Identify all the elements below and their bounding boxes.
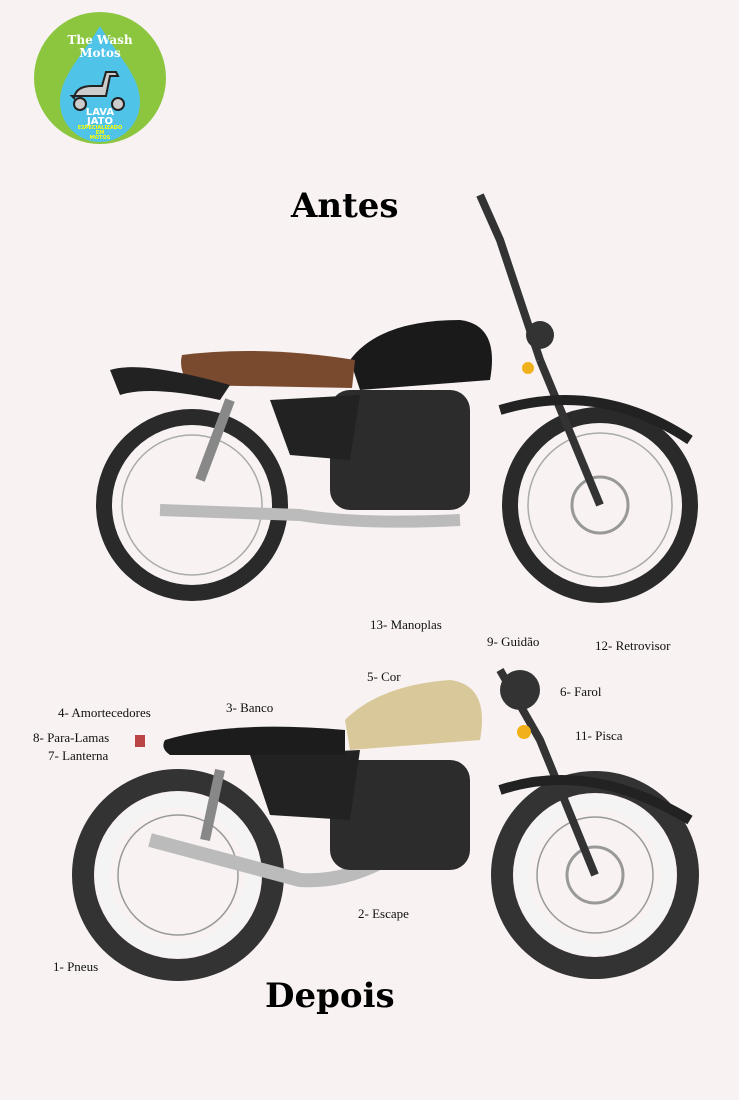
part-label-lanterna: 7- Lanterna — [48, 748, 109, 763]
part-label-retrovisor: 12- Retrovisor — [595, 638, 671, 653]
logo-name-line2: Motos — [79, 46, 121, 60]
part-label-manoplas: 13- Manoplas — [370, 617, 442, 632]
part-label-amortecedores: 4- Amortecedores — [58, 705, 151, 720]
logo-tagline-line3: MOTOS — [89, 135, 111, 141]
motorcycle-after-image — [72, 668, 699, 981]
before-title: Antes — [291, 186, 399, 226]
logo-name-line1: The Wash — [67, 33, 133, 47]
motorcycle-before-image — [96, 193, 698, 603]
part-label-pisca: 11- Pisca — [575, 728, 623, 743]
part-label-pneus: 1- Pneus — [53, 959, 99, 974]
part-label-para-lamas: 8- Para-Lamas — [33, 730, 110, 745]
part-label-farol: 6- Farol — [560, 684, 602, 699]
brand-logo: The Wash Motos LAVA JATO ESPECIALIZADO E… — [34, 12, 166, 144]
logo-tagline-line1: ESPECIALIZADO — [77, 125, 123, 131]
part-label-escape: 2- Escape — [358, 906, 409, 921]
logo-service-line2: JATO — [86, 116, 113, 127]
logo-tagline-line2: EM — [95, 130, 105, 136]
after-title: Depois — [265, 976, 395, 1016]
logo-service-line1: LAVA — [85, 107, 115, 118]
part-label-cor: 5- Cor — [367, 669, 401, 684]
part-label-banco: 3- Banco — [226, 700, 274, 715]
part-label-guidao: 9- Guidão — [487, 634, 540, 649]
water-drop-icon — [60, 26, 140, 142]
scooter-icon — [69, 71, 125, 111]
